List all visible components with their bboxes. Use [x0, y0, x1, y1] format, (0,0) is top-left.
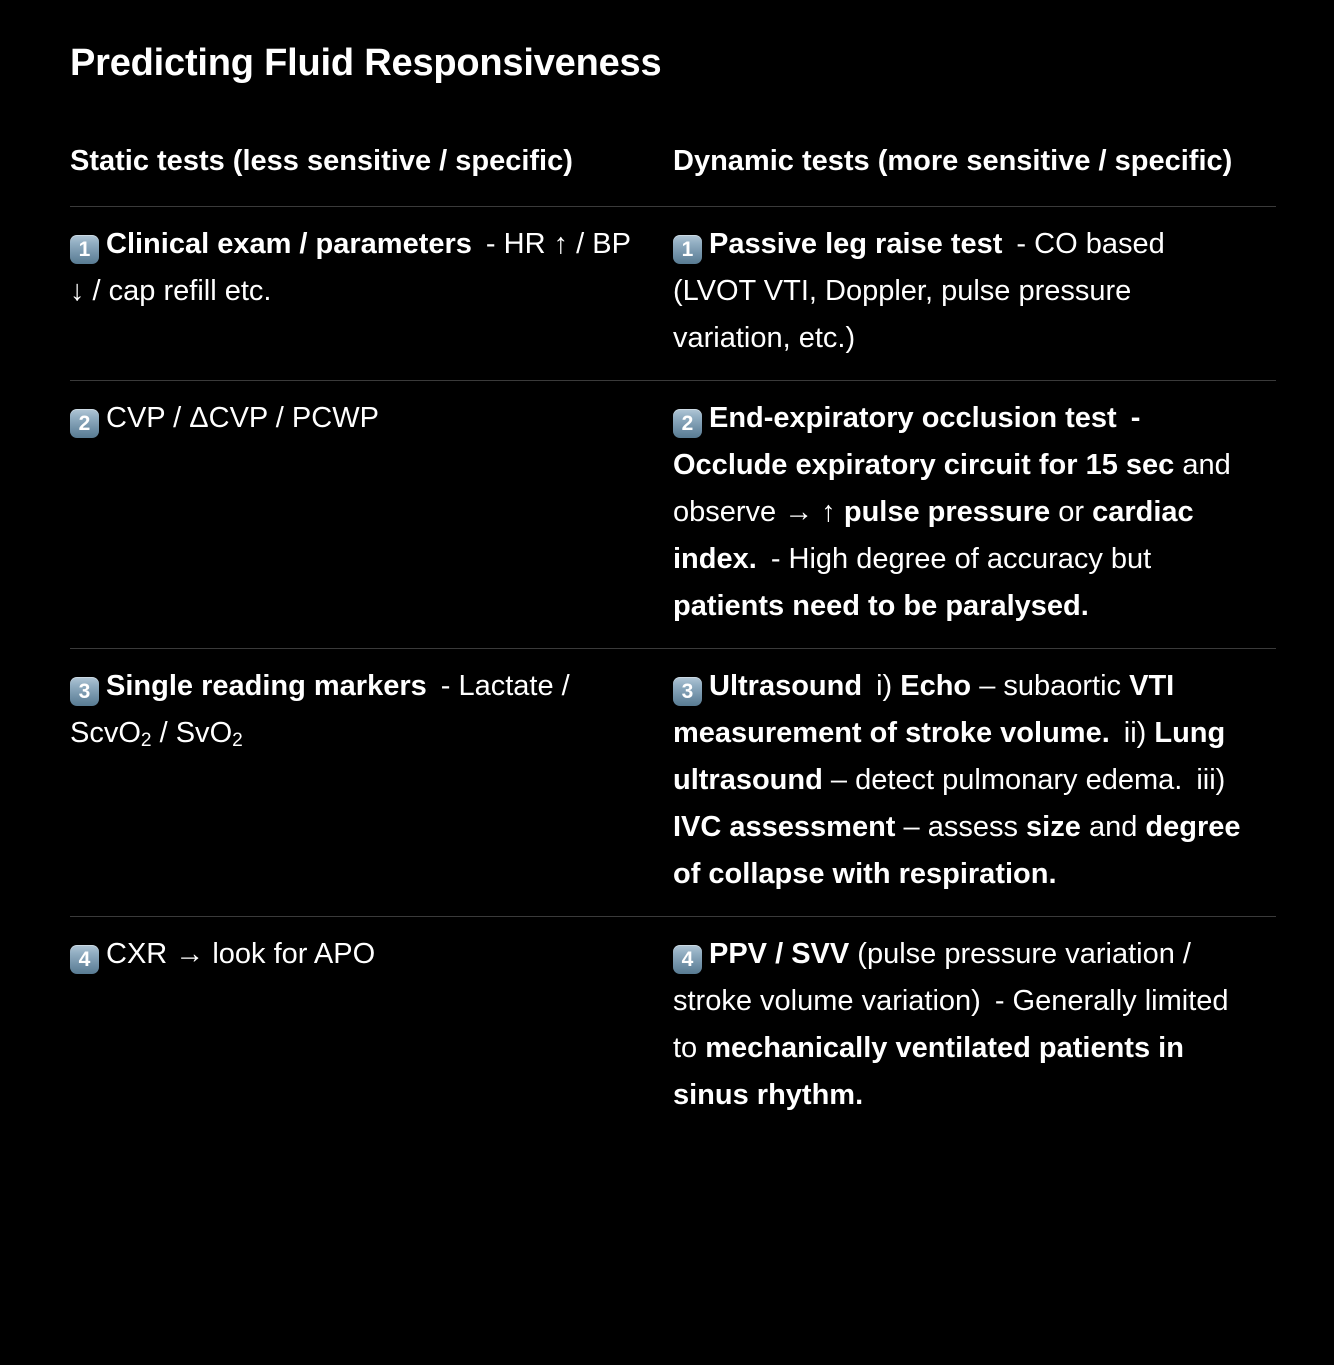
text-run-bold: mechanically ventilated patients in sinu… [673, 1031, 1184, 1111]
text-run: and observe → ↑ [673, 448, 1231, 528]
text-run: - High degree of accuracy but [770, 542, 1152, 575]
text-run-bold: IVC assessment [673, 810, 896, 843]
cell-text: Passive leg raise test- CO based (LVOT V… [673, 228, 1165, 354]
text-run-bold: size [1026, 810, 1081, 843]
text-run-bold: End-expiratory occlusion test [709, 401, 1117, 434]
text-run: – assess [903, 810, 1018, 843]
cell-text: CXR → look for APO [106, 938, 375, 970]
text-run: - [440, 669, 451, 702]
cell-text: Ultrasound i) Echo – subaortic VTI measur… [673, 670, 1241, 890]
cell-text: Clinical exam / parameters- HR ↑ / BP ↓ … [70, 228, 630, 307]
column-header-static: Static tests (less sensitive / specific) [70, 140, 673, 208]
subscript: 2 [232, 729, 243, 751]
text-run: – subaortic [979, 669, 1122, 702]
text-run: - Generally limited to [673, 984, 1229, 1064]
text-run-bold: pulse pressure [843, 495, 1051, 528]
text-run-bold: Passive leg raise test [709, 228, 1003, 261]
text-run-bold: Ultrasound [709, 669, 863, 702]
number-badge-icon: 4 [70, 944, 99, 974]
text-run-bold: VTI measurement of stroke volume. [673, 669, 1175, 749]
cell-text: PPV / SVV (pulse pressure variation / st… [673, 938, 1229, 1111]
text-run: iii) [1196, 763, 1226, 796]
text-run: (pulse pressure variation / stroke volum… [673, 937, 1191, 1017]
text-run-bold: cardiac index. [673, 495, 1194, 575]
text-run: ii) [1123, 716, 1147, 749]
text-run-bold: PPV / SVV [709, 937, 850, 970]
text-run: CXR → look for APO [106, 937, 376, 970]
number-badge-icon: 2 [70, 408, 99, 438]
text-run-bold: - Occlude expiratory circuit for 15 sec [673, 401, 1175, 481]
number-badge-icon: 4 [673, 944, 702, 974]
text-run: i) [876, 669, 893, 702]
text-run-bold: Echo [900, 669, 972, 702]
cell-text: End-expiratory occlusion test- Occlude e… [673, 402, 1231, 622]
number-badge-icon: 2 [673, 408, 702, 438]
text-run-bold: Single reading markers [106, 669, 427, 702]
text-run-bold: degree of collapse with respiration. [673, 810, 1241, 890]
text-run: Lactate / ScvO2 / SvO2 [70, 669, 570, 751]
header-row: Static tests (less sensitive / specific)… [70, 140, 1276, 208]
text-run: - CO based (LVOT VTI, Doppler, pulse pre… [673, 228, 1165, 354]
text-run: and [1088, 810, 1138, 843]
number-badge-icon: 1 [673, 235, 702, 265]
number-badge-icon: 3 [673, 676, 702, 706]
subscript: 2 [140, 729, 152, 751]
text-run-bold: Lung ultrasound [673, 716, 1226, 796]
text-run-bold: Clinical exam / parameters [106, 228, 472, 261]
text-run: CVP / ΔCVP / PCWP [106, 401, 379, 434]
page-title: Predicting Fluid Responsiveness [70, 42, 662, 84]
number-badge-icon: 1 [70, 235, 99, 265]
cell-text: CVP / ΔCVP / PCWP [106, 402, 379, 434]
comparison-table: Static tests (less sensitive / specific)… [70, 140, 1276, 1137]
text-run: or [1058, 495, 1085, 528]
text-run: – detect pulmonary edema. [830, 763, 1183, 796]
text-run: HR ↑ / BP ↓ / cap refill etc. [70, 228, 631, 308]
number-badge-icon: 3 [70, 676, 99, 706]
column-header-dynamic: Dynamic tests (more sensitive / specific… [673, 140, 1276, 208]
table-header: Static tests (less sensitive / specific)… [70, 140, 1276, 208]
cell-text: Single reading markers- Lactate / ScvO2 … [70, 669, 570, 751]
text-run: - [485, 228, 496, 261]
text-run-bold: patients need to be paralysed. [673, 589, 1089, 622]
